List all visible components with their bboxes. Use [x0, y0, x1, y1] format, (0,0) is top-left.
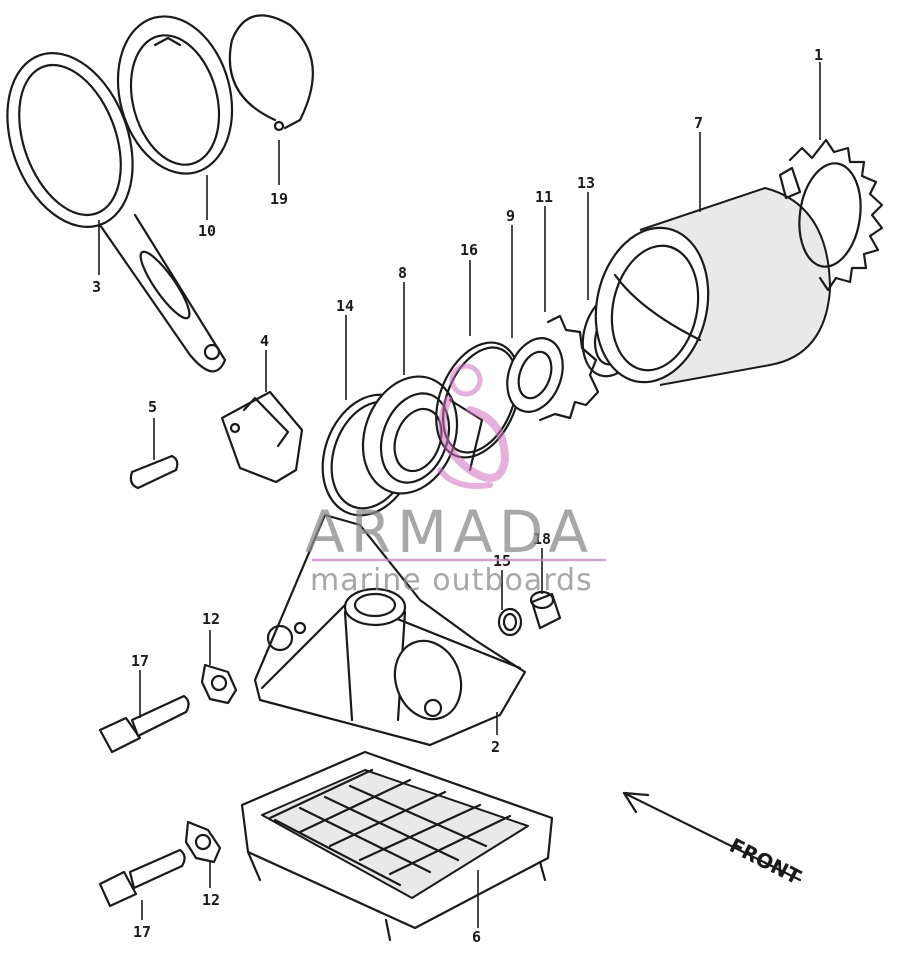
part-12-clip-upper [200, 663, 238, 705]
part-17-bolt-lower [98, 848, 186, 908]
front-arrow: FRONT [622, 791, 805, 889]
callout-12-lower: 12 [202, 891, 220, 909]
callout-9: 9 [506, 207, 515, 225]
callout-6: 6 [472, 928, 481, 946]
callout-2: 2 [491, 738, 500, 756]
callout-4: 4 [260, 332, 269, 350]
part-4-block [220, 390, 304, 484]
part-11-lock-washer [538, 314, 600, 422]
callout-labels: 1 7 13 11 9 16 8 14 4 5 3 10 19 12 17 2 … [92, 46, 823, 946]
watermark-subtitle: marine outboards [310, 563, 593, 598]
watermark: ARMADA marine outboards [305, 363, 606, 598]
callout-18: 18 [533, 530, 551, 548]
callout-17-lower: 17 [133, 923, 151, 941]
callout-19: 19 [270, 190, 288, 208]
part-15-washer [497, 607, 523, 637]
watermark-logo-mark [437, 363, 510, 489]
part-12-clip-lower [184, 820, 222, 864]
callout-12-upper: 12 [202, 610, 220, 628]
part-2-bracket [253, 513, 527, 747]
part-3-stay-bracket [6, 52, 227, 373]
callout-17-upper: 17 [131, 652, 149, 670]
callout-5: 5 [148, 398, 157, 416]
part-19-circlip [228, 14, 314, 132]
callout-7: 7 [694, 114, 703, 132]
callout-10: 10 [198, 222, 216, 240]
watermark-ring [449, 363, 483, 397]
part-10-plate [116, 15, 234, 175]
leader-lines [98, 62, 821, 928]
part-6-base-plate [240, 750, 554, 942]
callout-8: 8 [398, 264, 407, 282]
watermark-swirl-tail [437, 467, 493, 489]
callout-16: 16 [460, 241, 478, 259]
callout-3: 3 [92, 278, 101, 296]
watermark-title: ARMADA [305, 498, 594, 566]
callout-14: 14 [336, 297, 354, 315]
callout-11: 11 [535, 188, 553, 206]
callout-13: 13 [577, 174, 595, 192]
front-label: FRONT [726, 833, 805, 889]
part-5-pin [129, 454, 179, 490]
part-1-gear [778, 138, 884, 292]
part-17-bolt-upper [98, 694, 190, 754]
part-9-nut [506, 337, 564, 413]
part-7-swivel-case [594, 187, 831, 386]
watermark-swirl [438, 396, 510, 482]
callout-1: 1 [814, 46, 823, 64]
